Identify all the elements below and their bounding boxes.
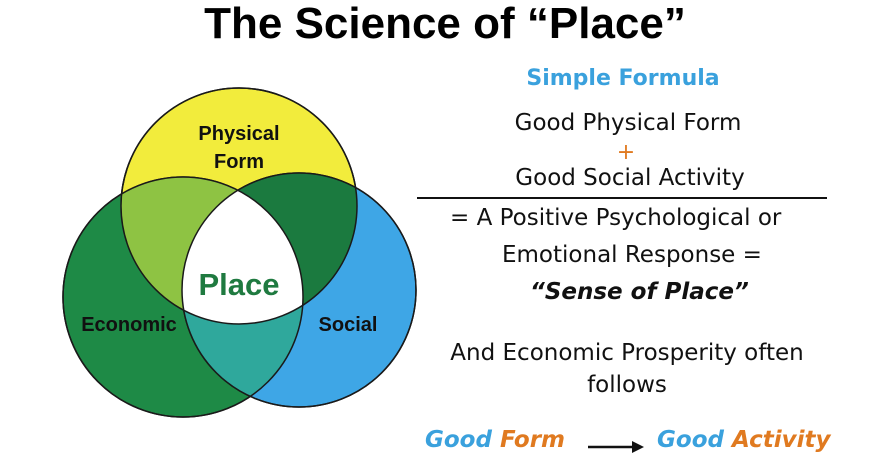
- label-place: Place: [198, 267, 279, 302]
- bottom-form: Form: [499, 427, 566, 453]
- fraction-divider: [417, 197, 827, 199]
- plus-sign: +: [616, 140, 636, 165]
- arrow-icon: [588, 441, 644, 453]
- formula-line-economic-prosperity: And Economic Prosperity often: [450, 340, 804, 366]
- formula-line-social-activity: Good Social Activity: [515, 165, 745, 191]
- overlap-place: [182, 177, 303, 324]
- label-social: Social: [319, 314, 378, 336]
- bottom-caption: Good Form Good Activity: [425, 427, 830, 453]
- bottom-good-2: Good: [657, 427, 724, 453]
- formula-title: Simple Formula: [526, 66, 720, 91]
- bottom-good-1: Good: [425, 427, 492, 453]
- label-economic: Economic: [81, 314, 177, 336]
- formula-line-emotional-response: Emotional Response =: [502, 242, 762, 268]
- bottom-activity: Activity: [732, 427, 831, 453]
- page-title: The Science of “Place”: [204, 0, 686, 48]
- label-form: Form: [214, 151, 264, 173]
- formula-line-physical-form: Good Physical Form: [514, 110, 742, 136]
- formula-line-follows: follows: [587, 372, 667, 398]
- sense-of-place: “Sense of Place”: [530, 279, 749, 305]
- formula-line-positive-response: = A Positive Psychological or: [450, 205, 782, 231]
- label-physical: Physical: [198, 123, 279, 145]
